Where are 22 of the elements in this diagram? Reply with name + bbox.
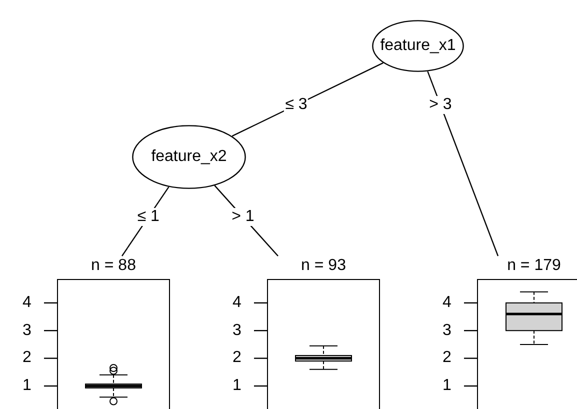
axis-tick-label: 4	[22, 294, 32, 311]
axis-tick-label: 3	[22, 322, 32, 339]
axis-tick-label: 2	[232, 350, 242, 366]
axis-tick-label: 2	[442, 350, 452, 366]
sample-size-label: n = 179	[506, 256, 562, 276]
branch-line	[427, 71, 499, 256]
axis-tick-label: 1	[232, 378, 242, 394]
edge-label: ≤ 1	[136, 208, 160, 226]
axis-tick-label: 4	[232, 294, 242, 311]
edge-label: ≤ 3	[284, 96, 308, 114]
sample-size-label: n = 93	[300, 256, 347, 276]
sample-size-label: n = 88	[90, 256, 137, 276]
split-variable-label: feature_x1	[379, 37, 457, 55]
edge-label: > 3	[428, 96, 453, 114]
axis-tick-label: 4	[442, 294, 452, 311]
axis-tick-label: 3	[442, 322, 452, 339]
axis-tick-label: 1	[22, 378, 32, 394]
axis-tick-label: 2	[22, 350, 32, 366]
edge-label: > 1	[230, 208, 256, 226]
axis-tick-label: 1	[442, 378, 452, 394]
split-variable-label: feature_x2	[150, 148, 228, 166]
axis-tick-label: 3	[232, 322, 242, 339]
